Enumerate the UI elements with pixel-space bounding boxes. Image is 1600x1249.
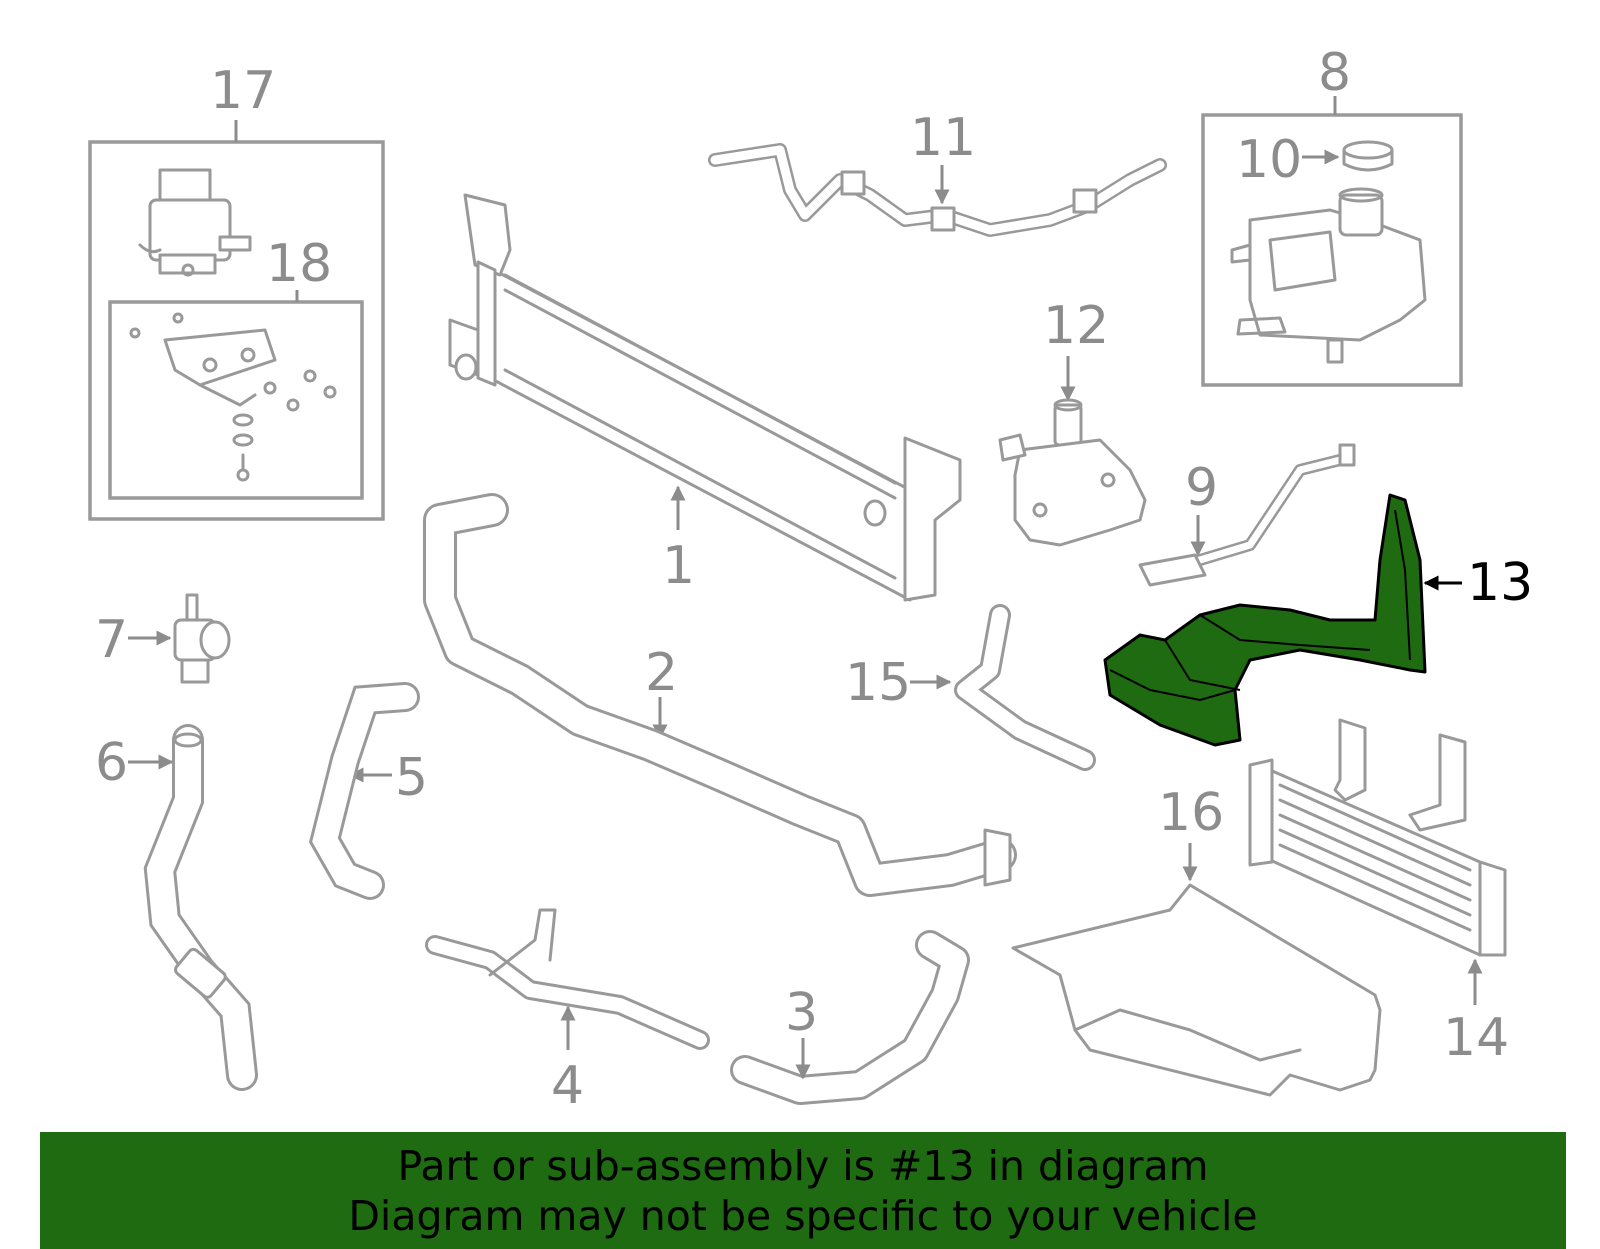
part-10-cap (1342, 140, 1394, 172)
part-10-label: 10 (1236, 130, 1302, 190)
banner-line-1: Part or sub-assembly is #13 in diagram (397, 1141, 1209, 1190)
part-12-label: 12 (1043, 296, 1109, 356)
part-11-clip (930, 206, 956, 232)
part-4-pipe (428, 938, 707, 1047)
part-17-label: 17 (210, 61, 276, 121)
part-3-hose (733, 933, 967, 1102)
banner-line-2: Diagram may not be specific to your vehi… (348, 1191, 1258, 1240)
part-1-radiator (448, 193, 962, 602)
part-3-label: 3 (785, 983, 818, 1043)
part-11-clip (840, 170, 866, 196)
part-8-reservoir (1230, 187, 1427, 364)
part-5-hose (312, 685, 417, 897)
part-2-hose (426, 496, 1014, 894)
part-18-label: 18 (266, 234, 332, 294)
part-4-bracket (488, 908, 557, 977)
part-6-end (173, 732, 203, 748)
part-5-label: 5 (395, 748, 428, 808)
part-7-label: 7 (95, 610, 128, 670)
part-6-clamp (174, 947, 227, 999)
part-2-label: 2 (645, 643, 678, 703)
part-15-label: 15 (845, 653, 911, 713)
part-2-outlet (983, 828, 1012, 887)
part-9-label: 9 (1185, 458, 1218, 518)
part-11-label: 11 (910, 108, 976, 168)
part-15-pipe (957, 607, 1093, 768)
part-9-pipe (1138, 443, 1356, 587)
part-18-bracket (129, 312, 337, 482)
part-4-label: 4 (551, 1056, 584, 1116)
part-12-pump (998, 398, 1147, 547)
info-banner: Part or sub-assembly is #13 in diagram D… (40, 1132, 1566, 1249)
part-8-label: 8 (1318, 43, 1351, 103)
part-16-detail (1073, 1008, 1302, 1062)
part-8-frame (1201, 113, 1463, 387)
part-16-shield (1011, 883, 1382, 1097)
part-18-frame (108, 300, 364, 500)
part-1-label: 1 (662, 536, 695, 596)
part-13-highlighted (1103, 493, 1427, 747)
part-16-label: 16 (1158, 783, 1224, 843)
part-7-fitting (173, 593, 231, 684)
part-6-label: 6 (95, 733, 128, 793)
part-14-cooler (1248, 718, 1507, 957)
part-11-clip (1072, 188, 1098, 214)
part-13-label: 13 (1467, 553, 1533, 613)
part-17-valve (138, 168, 252, 277)
part-14-label: 14 (1443, 1008, 1509, 1068)
part-6-hose (146, 727, 255, 1088)
